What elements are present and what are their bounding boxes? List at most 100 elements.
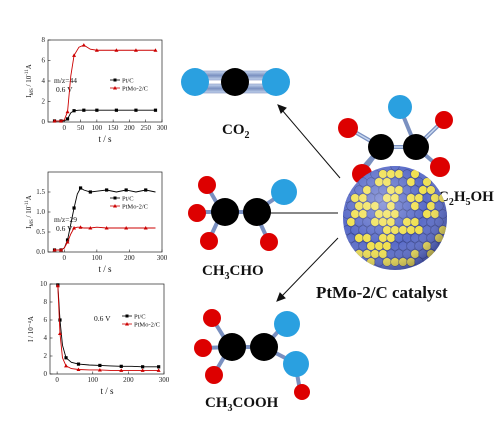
data-point <box>153 48 158 52</box>
legend-label: PtMo-2/C <box>134 322 160 329</box>
y-tick-label: 0.5 <box>36 228 45 236</box>
acetic-acid-molecule <box>194 309 310 400</box>
x-tick-label: 250 <box>140 124 151 132</box>
y-tick-label: 10 <box>40 280 48 288</box>
data-point <box>114 48 119 52</box>
annotation-potential: 0.6 V <box>56 224 73 233</box>
x-tick-label: 300 <box>159 376 170 384</box>
co2-molecule <box>181 68 290 96</box>
annotation-potential: 0.6 V <box>56 85 73 94</box>
carbon-atom <box>211 198 239 226</box>
data-point <box>124 226 129 230</box>
data-point <box>143 226 148 230</box>
y-tick-label: 6 <box>42 57 46 65</box>
arrow-to-acetic <box>281 237 339 297</box>
data-point <box>119 368 124 372</box>
acetaldehyde-molecule <box>188 176 297 251</box>
oxygen-atom <box>435 111 453 129</box>
series-line <box>57 284 159 368</box>
series-line <box>57 285 159 371</box>
data-point <box>156 368 161 372</box>
carbon-atom <box>221 68 249 96</box>
hydrogen-atom <box>274 311 300 337</box>
data-point <box>104 226 109 230</box>
y-tick-label: 2 <box>44 352 48 360</box>
data-point <box>58 318 62 322</box>
x-tick-label: 0 <box>63 124 67 132</box>
legend-label: Pt/C <box>122 78 134 85</box>
carbon-atom <box>368 134 394 160</box>
data-point <box>97 367 102 372</box>
annotation-potential: 0.6 V <box>94 314 111 323</box>
oxygen-atom <box>338 118 358 138</box>
oxygen-atom <box>200 232 218 250</box>
data-point <box>64 363 69 368</box>
oxygen-atom <box>430 157 450 177</box>
series-line <box>54 226 156 251</box>
x-axis-label: t / s <box>98 134 112 144</box>
data-point <box>95 108 99 112</box>
y-tick-label: 6 <box>44 316 48 324</box>
ethanol-molecule <box>338 95 453 184</box>
arrow-to-co2 <box>281 109 341 179</box>
data-point <box>133 48 138 52</box>
legend-marker <box>125 314 129 318</box>
data-point <box>76 367 81 371</box>
oxygen-atom <box>188 204 206 222</box>
y-tick-label: 4 <box>44 334 48 342</box>
data-point <box>105 188 109 192</box>
data-point <box>141 365 145 369</box>
x-tick-label: 200 <box>124 254 135 262</box>
legend-label: PtMo-2/C <box>122 204 148 211</box>
data-point <box>81 43 86 47</box>
oxygen-atom <box>194 339 212 357</box>
data-point <box>114 108 118 112</box>
svg-text:CH3COOH: CH3COOH <box>205 395 279 414</box>
data-point <box>59 118 64 123</box>
data-point <box>78 186 83 190</box>
legend-label: Pt/C <box>134 314 146 321</box>
catalyst-nanoparticle <box>343 166 447 270</box>
hydrogen-atom <box>388 95 412 119</box>
hydrogen-atom <box>283 351 309 377</box>
data-point <box>144 188 148 192</box>
y-axis-label: IMS / 10-11A <box>25 64 35 98</box>
x-tick-label: 150 <box>108 124 119 132</box>
y-axis-label: IMS / 10-11A <box>25 195 35 229</box>
x-tick-label: 0 <box>55 376 59 384</box>
carbon-atom <box>403 134 429 160</box>
oxygen-atom <box>260 233 278 251</box>
plot-frame <box>49 283 165 375</box>
data-point <box>52 248 57 252</box>
x-tick-label: 200 <box>124 124 135 132</box>
annotation-mz: m/z=29 <box>54 215 77 224</box>
data-point <box>72 53 77 57</box>
legend-marker <box>113 204 117 208</box>
ethanol-label: C2H5OH <box>438 189 494 208</box>
data-point <box>124 188 128 192</box>
data-point <box>94 48 99 52</box>
x-tick-label: 300 <box>157 124 168 132</box>
data-point <box>88 190 92 194</box>
acetaldehyde-label: CH3CHO <box>202 263 264 282</box>
legend-marker <box>113 86 117 90</box>
series-line <box>54 44 156 122</box>
data-point <box>119 364 123 368</box>
data-point <box>157 365 161 369</box>
y-tick-label: 0.0 <box>36 248 45 256</box>
data-point <box>140 368 145 372</box>
svg-text:CH3CHO: CH3CHO <box>202 263 264 282</box>
oxygen-atom <box>294 384 310 400</box>
catalyst-label: PtMo-2/C catalyst <box>316 283 448 302</box>
oxygen-atom <box>181 68 209 96</box>
x-tick-label: 300 <box>157 254 168 262</box>
acetic-acid-label: CH3COOH <box>205 395 279 414</box>
y-tick-label: 2 <box>42 98 46 106</box>
data-point <box>59 248 64 252</box>
legend-label: PtMo-2/C <box>122 86 148 93</box>
y-tick-label: 1.0 <box>36 208 45 216</box>
svg-text:CO2: CO2 <box>222 122 250 141</box>
legend-label: Pt/C <box>122 196 134 203</box>
